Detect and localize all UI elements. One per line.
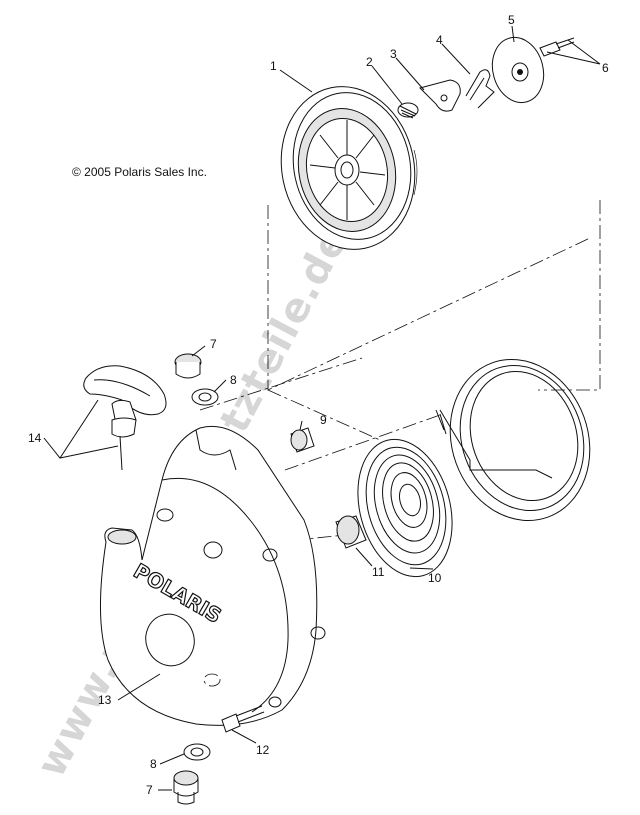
part-pawl	[419, 79, 461, 112]
copyright-text: © 2005 Polaris Sales Inc.	[72, 165, 207, 179]
part-screws	[539, 37, 575, 57]
callout-1: 1	[270, 59, 277, 73]
part-bushing	[290, 427, 315, 453]
part-recoil-spring	[357, 438, 453, 578]
callout-3: 3	[390, 47, 397, 61]
callout-7-upper: 7	[210, 337, 217, 351]
part-rope	[435, 359, 591, 521]
part-bolt	[221, 705, 265, 733]
part-plate	[491, 36, 545, 104]
callout-labels: 1 2 3 4 5 6 7 8 9 10 11 12 13 14 8 7	[28, 13, 609, 797]
callout-9: 9	[320, 413, 327, 427]
callout-8-lower: 8	[150, 757, 157, 771]
leader-lines	[43, 25, 601, 791]
callout-14: 14	[28, 431, 42, 445]
callout-5: 5	[508, 13, 515, 27]
part-plug-upper	[174, 353, 202, 379]
part-housing: POLARIS	[99, 425, 326, 726]
callout-8-upper: 8	[230, 373, 237, 387]
part-handle	[83, 365, 167, 471]
callout-2: 2	[366, 55, 373, 69]
callout-10: 10	[428, 571, 442, 585]
callout-7-lower: 7	[146, 783, 153, 797]
part-plug-lower	[173, 770, 199, 805]
callout-11: 11	[372, 565, 385, 579]
part-clip	[465, 69, 495, 109]
part-grommet-upper	[191, 388, 219, 406]
part-spring-small	[397, 102, 419, 119]
callout-4: 4	[436, 33, 443, 47]
part-grommet-lower	[183, 743, 211, 761]
callout-13: 13	[98, 693, 112, 707]
callout-12: 12	[256, 743, 270, 757]
part-spacer	[335, 515, 367, 549]
part-pulley	[280, 86, 418, 250]
callout-6: 6	[602, 61, 609, 75]
